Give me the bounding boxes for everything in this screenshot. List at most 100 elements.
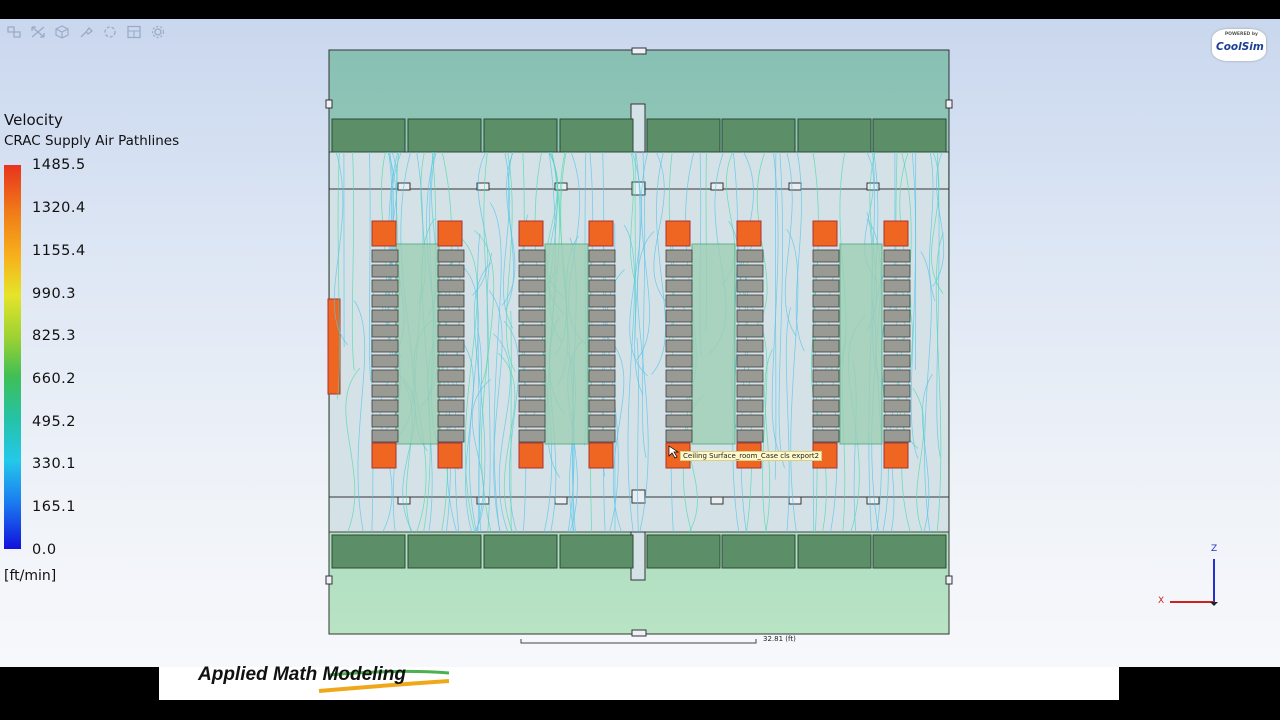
post — [866, 496, 880, 505]
cold-aisle — [395, 243, 440, 445]
pathline — [353, 300, 366, 533]
post — [397, 496, 411, 505]
pathline — [910, 151, 919, 459]
server-rack — [371, 384, 399, 398]
logo-powered-by: POWERED by — [1224, 32, 1258, 37]
server-rack — [437, 414, 465, 428]
server-rack — [371, 294, 399, 308]
pathline — [501, 151, 516, 306]
server-rack — [736, 264, 764, 278]
axis-triad — [1170, 559, 1218, 606]
scale-bar — [520, 639, 757, 644]
crac-unit — [331, 118, 406, 153]
data-center-model[interactable] — [0, 19, 1280, 667]
server-rack — [371, 279, 399, 293]
cold-aisle — [544, 243, 589, 445]
post — [710, 182, 724, 191]
server-rack — [883, 309, 911, 323]
notch — [631, 629, 647, 637]
server-rack — [371, 339, 399, 353]
pathline — [630, 151, 636, 283]
server-rack — [736, 354, 764, 368]
server-rack — [812, 354, 840, 368]
legend-title: Velocity — [4, 111, 63, 129]
pathline — [784, 151, 797, 337]
crac-unit — [872, 118, 947, 153]
server-rack — [437, 264, 465, 278]
top-black-bar — [0, 0, 1280, 19]
frame-icon[interactable] — [124, 23, 144, 41]
pathline — [488, 290, 503, 533]
server-rack — [883, 249, 911, 263]
pathline — [653, 151, 671, 307]
notch — [325, 99, 333, 109]
server-rack — [665, 339, 693, 353]
server-rack — [518, 399, 546, 413]
pathline — [935, 232, 944, 533]
pathline — [634, 151, 644, 395]
server-rack — [437, 324, 465, 338]
pathline — [771, 151, 782, 458]
side-panel — [327, 298, 341, 395]
server-rack — [812, 294, 840, 308]
legend-tick: 330.1 — [32, 456, 77, 472]
server-rack — [812, 399, 840, 413]
server-rack — [665, 294, 693, 308]
server-rack — [883, 279, 911, 293]
server-rack — [437, 279, 465, 293]
gear-icon[interactable] — [148, 23, 168, 41]
server-rack — [588, 339, 616, 353]
server-rack — [518, 384, 546, 398]
pathline — [623, 224, 635, 533]
hot-rack — [883, 442, 909, 469]
rotate-icon[interactable] — [100, 23, 120, 41]
server-rack — [371, 369, 399, 383]
pathline — [636, 337, 639, 533]
server-rack — [371, 429, 399, 443]
expand-icon[interactable] — [28, 23, 48, 41]
hot-rack — [588, 220, 614, 247]
pathline — [637, 231, 655, 533]
post — [788, 496, 802, 505]
server-rack — [371, 399, 399, 413]
server-rack — [437, 354, 465, 368]
server-rack — [812, 429, 840, 443]
hot-rack — [518, 442, 544, 469]
pathline — [929, 151, 936, 302]
crac-unit — [797, 118, 872, 153]
post — [788, 182, 802, 191]
server-rack — [883, 399, 911, 413]
server-rack — [588, 279, 616, 293]
server-rack — [588, 249, 616, 263]
select-icon[interactable] — [4, 23, 24, 41]
server-rack — [736, 384, 764, 398]
post — [554, 496, 568, 505]
server-rack — [665, 324, 693, 338]
server-rack — [736, 294, 764, 308]
server-rack — [883, 414, 911, 428]
hot-rack — [883, 220, 909, 247]
server-rack — [588, 384, 616, 398]
pathline — [505, 151, 516, 373]
server-rack — [812, 369, 840, 383]
server-rack — [437, 339, 465, 353]
logo-name: CoolSim — [1216, 41, 1264, 53]
server-rack — [883, 429, 911, 443]
pathline — [476, 328, 482, 533]
server-rack — [883, 264, 911, 278]
pathline — [345, 367, 361, 533]
probe-icon[interactable] — [76, 23, 96, 41]
post — [710, 496, 724, 505]
pathline — [481, 151, 489, 385]
pathline — [474, 230, 495, 533]
pathline — [368, 151, 372, 382]
server-rack — [812, 414, 840, 428]
legend-tick: 495.2 — [32, 414, 77, 430]
notch — [631, 47, 647, 55]
footer-banner — [159, 667, 1119, 700]
server-rack — [736, 414, 764, 428]
pathline — [489, 202, 502, 533]
server-rack — [665, 279, 693, 293]
cube-view-icon[interactable] — [52, 23, 72, 41]
graphics-viewport[interactable]: Velocity CRAC Supply Air Pathlines 1485.… — [0, 19, 1280, 667]
